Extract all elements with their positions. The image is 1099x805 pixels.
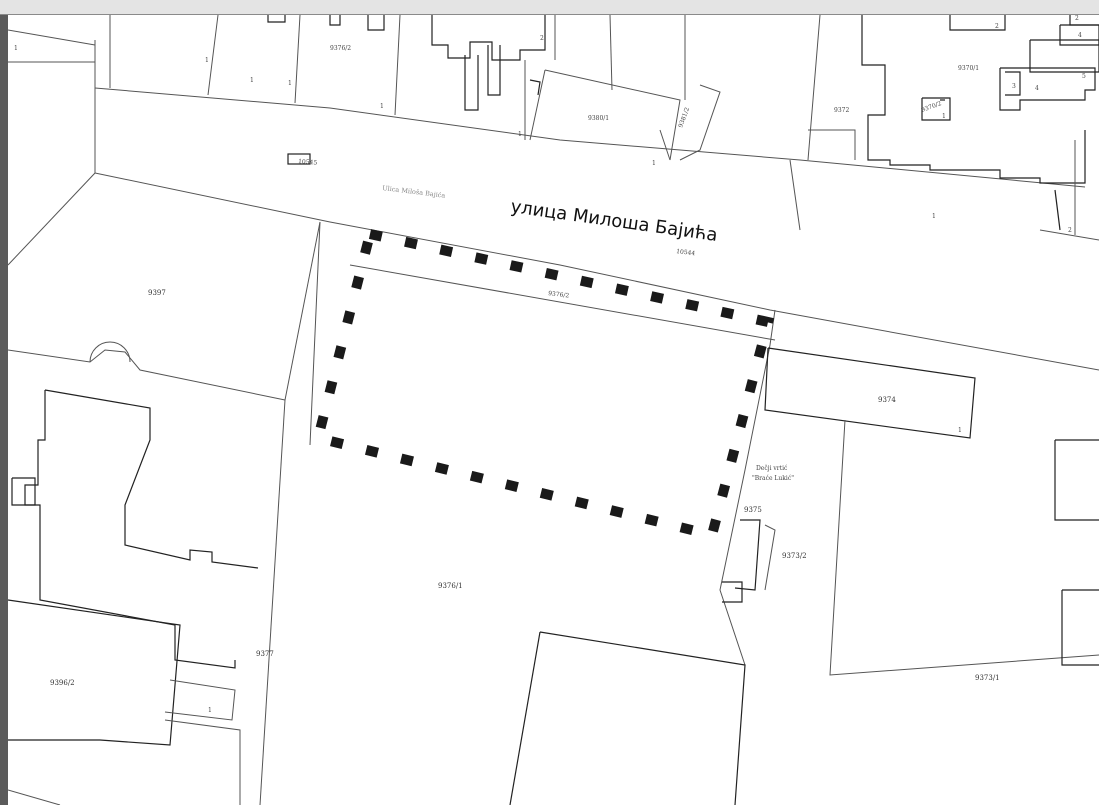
map-canvas[interactable]: улица Милоша Бајића Ulica Miloša Bajića …	[8, 15, 1099, 805]
parcel-label-9376-2: 9376/2	[548, 290, 570, 300]
kindergarten-label-line2: "Braće Lukić"	[752, 475, 794, 482]
building-number: 2	[995, 23, 999, 30]
parcel-labels: 9376/2 9376/2 9380/1 9381/2 9372 9370/1 …	[50, 45, 1000, 687]
west-parcels	[8, 172, 321, 805]
parcel-label-9376-1: 9376/1	[438, 582, 463, 590]
street-name-small: Ulica Miloša Bajića	[382, 183, 446, 200]
building-number: 1	[932, 213, 936, 220]
parcel-label-10545: 10545	[298, 158, 318, 167]
viewer-top-bar	[0, 0, 1099, 15]
parcel-label-9375: 9375	[744, 506, 762, 514]
street-name-large: улица Милоша Бајића	[509, 196, 719, 246]
north-parcels	[8, 15, 721, 161]
building-number: 4	[1035, 85, 1039, 92]
building-number: 1	[380, 103, 384, 110]
building-number: 1	[942, 113, 946, 120]
building-number: 2	[1075, 15, 1079, 22]
building-number: 1	[250, 77, 254, 84]
building-number: 1	[14, 45, 18, 52]
central-parcels	[309, 221, 1099, 805]
building-number: 1	[518, 131, 522, 138]
building-number: 1	[205, 57, 209, 64]
viewer-left-rail	[0, 15, 8, 805]
parcel-label-9373-1: 9373/1	[975, 674, 1000, 682]
building-number: 5	[1082, 73, 1086, 80]
building-number: 1	[652, 160, 656, 167]
parcel-label-9372: 9372	[834, 107, 849, 114]
building-number: 2	[1068, 227, 1072, 234]
building-number: 1	[958, 427, 962, 434]
parcel-label-9376-2-top: 9376/2	[330, 45, 351, 52]
street-boundaries	[8, 29, 1099, 371]
parcel-label-9381-2: 9381/2	[677, 106, 691, 128]
kindergarten-label-line1: Dečji vrtić	[756, 465, 788, 472]
building-number: 3	[1012, 83, 1016, 90]
parcel-label-9374: 9374	[878, 396, 896, 404]
parcel-label-9370-2: 9370/2	[920, 100, 942, 114]
cadastral-map[interactable]: улица Милоша Бајића Ulica Miloša Bajića …	[8, 15, 1099, 805]
street-parcel-number: 10544	[676, 248, 696, 257]
north-east-block	[789, 15, 1099, 241]
parcel-label-9397: 9397	[148, 289, 166, 297]
parcel-label-9370-1: 9370/1	[958, 65, 979, 72]
building-number: 1	[288, 80, 292, 87]
building-number: 4	[1078, 32, 1082, 39]
parcel-label-9396-2: 9396/2	[50, 679, 75, 687]
parcel-label-9380-1: 9380/1	[588, 115, 609, 122]
building-number-labels: 1 1 1 1 2 1 1 2 2 4 5 4 3 1 2 1 1 1 1	[14, 15, 1086, 714]
street-labels: улица Милоша Бајића Ulica Miloša Bajića …	[298, 158, 719, 257]
building-10545	[287, 153, 311, 165]
building-number: 1	[208, 707, 212, 714]
selected-parcel-boundary[interactable]	[311, 228, 775, 542]
building-number: 2	[540, 35, 544, 42]
parcel-label-9377: 9377	[256, 650, 274, 658]
parcel-label-9373-2: 9373/2	[782, 552, 807, 560]
